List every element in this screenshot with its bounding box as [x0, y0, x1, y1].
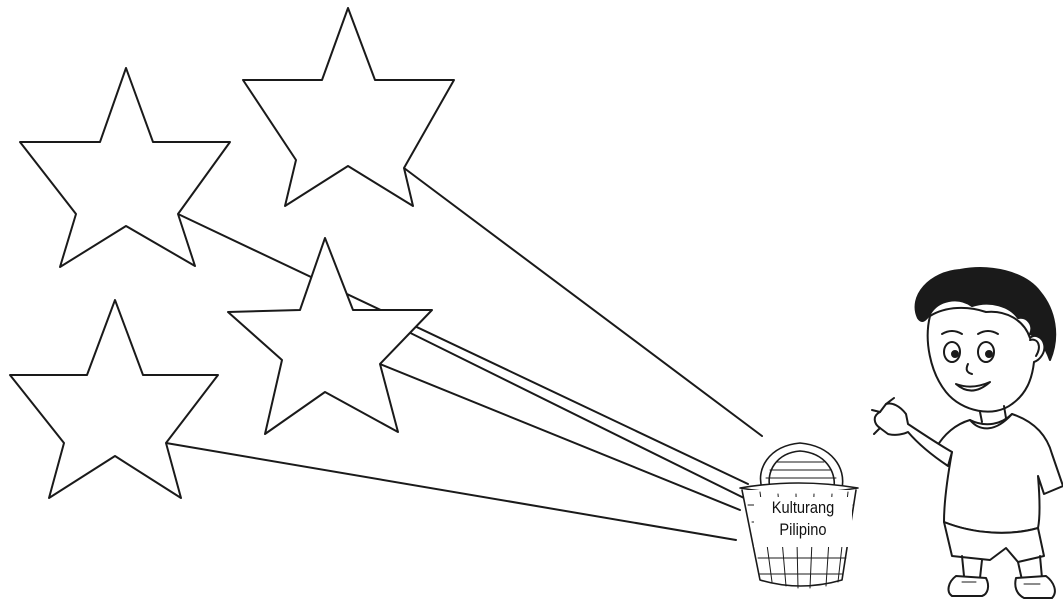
basket-label-line2: Pilipino [759, 519, 847, 541]
star-4[interactable] [228, 238, 432, 434]
boy-waving-arm [875, 403, 952, 466]
boy-right-shoe [1015, 576, 1055, 598]
boy-figure [872, 268, 1063, 598]
basket-label: Kulturang Pilipino [759, 497, 847, 541]
star-2[interactable] [243, 8, 454, 206]
connector-lines [166, 168, 762, 540]
connector-line-star3 [166, 443, 736, 540]
basket-label-line1: Kulturang [759, 497, 847, 519]
boy-shirt [936, 414, 1063, 533]
stars [10, 8, 454, 498]
basket-weave-top [766, 462, 836, 478]
connector-line-star4-upper [368, 312, 744, 498]
connector-line-star1 [178, 214, 748, 484]
boy-left-pupil [952, 351, 958, 357]
star-3[interactable] [10, 300, 218, 498]
boy-left-shoe [949, 576, 989, 596]
boy-right-pupil [986, 351, 992, 357]
star-1[interactable] [20, 68, 230, 267]
